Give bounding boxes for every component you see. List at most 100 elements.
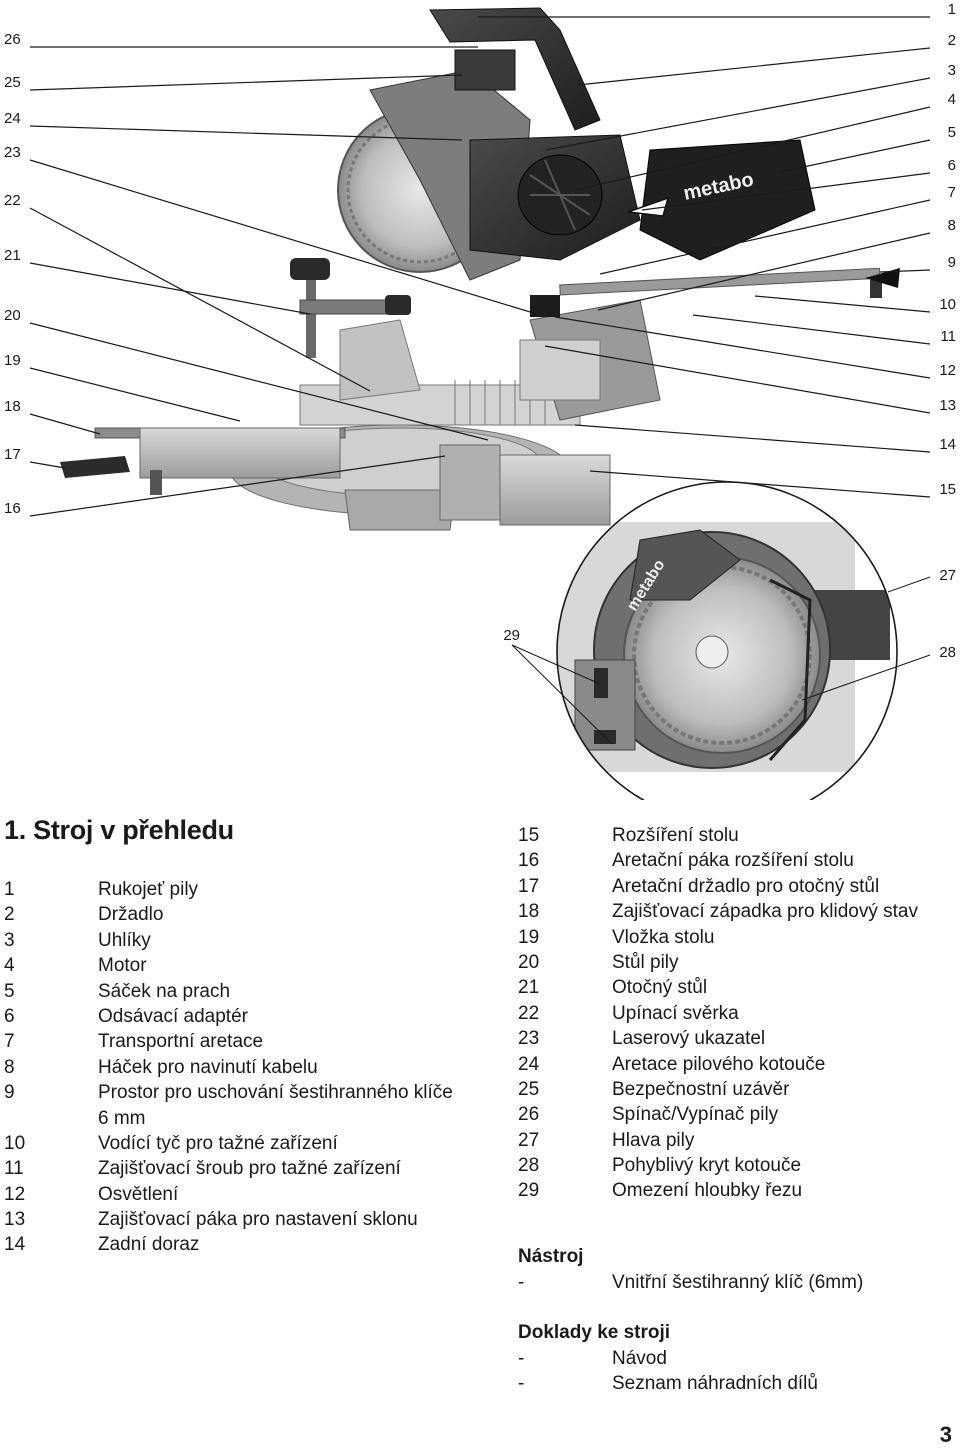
callout-number: 13 bbox=[939, 397, 956, 414]
legend-text: Spínač/Vypínač pily bbox=[612, 1104, 779, 1126]
legend-number: 6 bbox=[4, 1005, 15, 1027]
legend-number: 9 bbox=[4, 1082, 15, 1104]
section-title: 1. Stroj v přehledu bbox=[4, 815, 234, 845]
callout-number: 14 bbox=[939, 436, 956, 453]
legend-item: 28 Pohyblivý kryt kotouče bbox=[518, 1153, 958, 1178]
callout-number: 5 bbox=[948, 124, 956, 141]
callout-number: 10 bbox=[939, 296, 956, 313]
page-number: 3 bbox=[939, 1422, 952, 1447]
dash-list-text: Návod bbox=[612, 1348, 667, 1369]
callout-number: 27 bbox=[939, 567, 956, 584]
legend-text: Zadní doraz bbox=[98, 1234, 200, 1256]
callout-number: 28 bbox=[939, 644, 956, 661]
callout-number: 26 bbox=[4, 31, 21, 48]
dash-list-text: Seznam náhradních dílů bbox=[612, 1373, 818, 1395]
legend-item: 21 Otočný stůl bbox=[518, 975, 958, 1000]
legend-text: Laserový ukazatel bbox=[612, 1028, 766, 1050]
legend-item: 3 Uhlíky bbox=[4, 928, 474, 953]
right-callout-leaders bbox=[478, 16, 931, 498]
legend-text: Vodící tyč pro tažné zařízení bbox=[98, 1132, 338, 1154]
legend-item: 20 Stůl pily bbox=[518, 950, 958, 975]
callout-number: 12 bbox=[939, 362, 956, 379]
legend-item: 26 Spínač/Vypínač pily bbox=[518, 1102, 958, 1127]
callout-number: 25 bbox=[4, 74, 21, 91]
legend-text: Pohyblivý kryt kotouče bbox=[612, 1155, 802, 1177]
legend-number: 26 bbox=[518, 1104, 540, 1126]
docs-heading: Doklady ke stroji bbox=[518, 1322, 671, 1343]
dash-list-item: - Návod bbox=[518, 1346, 958, 1371]
legend-text: Vložka stolu bbox=[612, 926, 715, 948]
legend-text: Omezení hloubky řezu bbox=[612, 1180, 803, 1202]
legend-number: 21 bbox=[518, 977, 540, 999]
legend-text: Motor bbox=[98, 955, 147, 977]
legend-text: Hlava pily bbox=[612, 1129, 695, 1151]
legend-number: 16 bbox=[518, 850, 540, 872]
dash-bullet: - bbox=[518, 1348, 525, 1369]
legend-number: 10 bbox=[4, 1132, 26, 1154]
legend-text: Aretační držadlo pro otočný stůl bbox=[612, 875, 880, 897]
legend-text: Držadlo bbox=[98, 904, 164, 926]
callout-number: 20 bbox=[4, 307, 21, 324]
legend-item: 27 Hlava pily bbox=[518, 1128, 958, 1153]
legend-item: 19 Vložka stolu bbox=[518, 925, 958, 950]
saw-head-detail: metabo bbox=[511, 481, 931, 800]
callout-number: 6 bbox=[948, 157, 956, 174]
legend-number: 12 bbox=[4, 1183, 26, 1205]
legend-number: 1 bbox=[4, 879, 15, 900]
tool-list: -Vnitřní šestihranný klíč (6mm) bbox=[518, 1270, 958, 1295]
legend-number: 14 bbox=[4, 1234, 26, 1256]
legend-text: Uhlíky bbox=[98, 929, 151, 951]
legend-number: 19 bbox=[518, 926, 540, 948]
legend-text: Stůl pily bbox=[612, 951, 679, 973]
legend-number: 27 bbox=[518, 1129, 540, 1151]
legend-number: 22 bbox=[518, 1002, 540, 1024]
legend-number: 11 bbox=[4, 1158, 24, 1180]
callout-number: 11 bbox=[940, 328, 956, 345]
callout-number: 24 bbox=[4, 110, 21, 127]
legend-text: Rukojeť pily bbox=[98, 879, 199, 900]
legend-text: Osvětlení bbox=[98, 1183, 179, 1205]
legend-text: Háček pro navinutí kabelu bbox=[98, 1056, 318, 1078]
callout-number: 23 bbox=[4, 144, 21, 161]
legend-text: Zajišťovací páka pro nastavení sklonu bbox=[98, 1209, 418, 1231]
legend-number: 28 bbox=[518, 1155, 540, 1177]
legend-text: Odsávací adaptér bbox=[98, 1005, 248, 1027]
dash-list-item: -Seznam náhradních dílů bbox=[518, 1371, 958, 1396]
callout-number: 15 bbox=[939, 481, 956, 498]
legend-text: Transportní aretace bbox=[98, 1031, 264, 1053]
legend-number: 5 bbox=[4, 980, 15, 1002]
legend-item: 15 Rozšíření stolu bbox=[518, 823, 958, 848]
legend-number: 25 bbox=[518, 1078, 540, 1100]
docs-list: - Návod-Seznam náhradních dílů bbox=[518, 1346, 958, 1397]
callout-number: 19 bbox=[4, 352, 21, 369]
dash-list-item: -Vnitřní šestihranný klíč (6mm) bbox=[518, 1270, 958, 1295]
legend-text: Sáček na prach bbox=[98, 980, 231, 1002]
legend-text: Otočný stůl bbox=[612, 977, 708, 999]
dash-list-text: Vnitřní šestihranný klíč (6mm) bbox=[612, 1272, 864, 1293]
callout-number: 8 bbox=[948, 217, 956, 234]
legend-text: Aretace pilového kotouče bbox=[612, 1053, 826, 1075]
callout-number: 7 bbox=[948, 184, 956, 201]
legend-number: 15 bbox=[518, 825, 540, 846]
legend-number: 3 bbox=[4, 929, 15, 951]
legend-item: 14 Zadní doraz bbox=[4, 1232, 474, 1257]
legend-item: 5 Sáček na prach bbox=[4, 979, 474, 1004]
legend-item: 12 Osvětlení bbox=[4, 1182, 474, 1207]
legend-number: 18 bbox=[518, 901, 540, 923]
callout-number: 1 bbox=[948, 1, 956, 18]
legend-text: Rozšíření stolu bbox=[612, 825, 739, 846]
callout-number: 2 bbox=[948, 32, 956, 49]
legend-number: 20 bbox=[518, 951, 540, 973]
left-callout-leaders bbox=[29, 46, 541, 517]
